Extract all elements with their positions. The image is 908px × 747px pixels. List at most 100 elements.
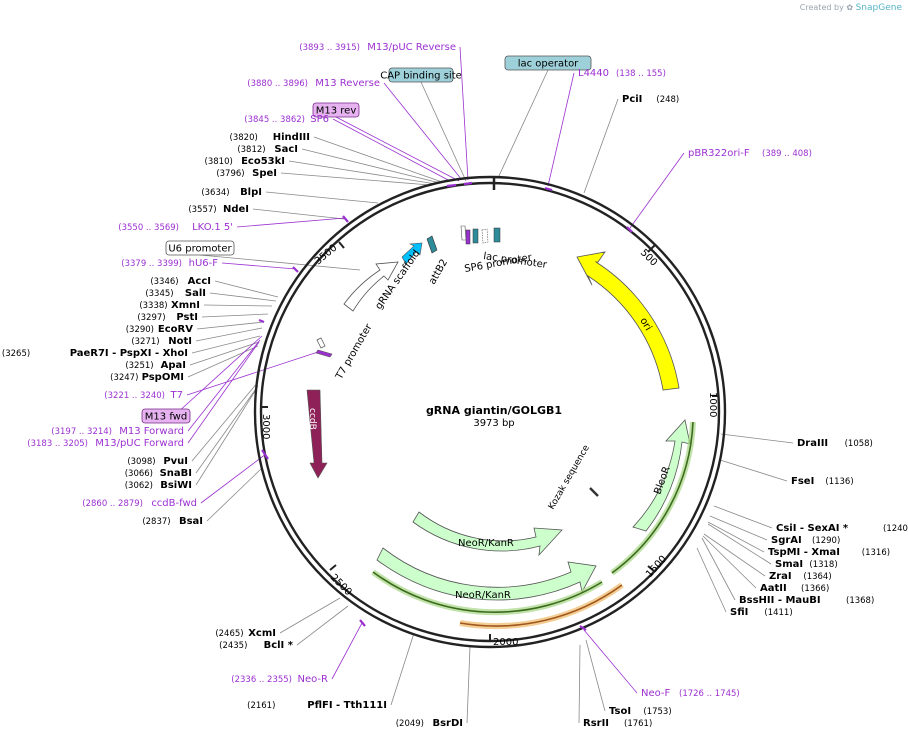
site-label: HindIII: [273, 132, 310, 143]
label-leaders: [165, 46, 794, 724]
site-label: PaeR7I - PspXI - XhoI: [70, 348, 188, 359]
primer-label: SP6: [310, 114, 329, 125]
site-position: (3338): [139, 301, 167, 311]
credit-prefix: Created by: [799, 3, 844, 12]
primer-label: ccdB-fwd: [151, 498, 197, 509]
primer-marks: [258, 181, 633, 631]
leader-line: [390, 632, 415, 706]
site-label: BsrDI: [432, 718, 463, 729]
site-label: SalI: [185, 288, 206, 299]
primer-mark: [261, 449, 269, 460]
orf-line: [611, 421, 694, 574]
primer-range: (3183 .. 3205): [27, 439, 88, 449]
site-position: (1318): [809, 560, 837, 570]
leader-line: [214, 280, 279, 298]
leader-line: [696, 547, 727, 613]
feature-lac-operator: [472, 228, 479, 244]
primer-range: (3550 .. 3569): [118, 223, 179, 233]
feature-label: attB2: [427, 257, 450, 286]
leader-line: [280, 172, 431, 186]
leader-line: [547, 72, 575, 187]
feature-bleoR: [632, 419, 691, 532]
site-position: (1411): [764, 608, 792, 618]
feature-box-label: lac operator: [518, 59, 579, 70]
leader-line: [497, 69, 549, 179]
primer-range: (3893 .. 3915): [299, 43, 360, 53]
tick-label: 2000: [493, 637, 518, 648]
leader-line: [720, 433, 794, 444]
leader-line: [191, 335, 261, 354]
site-position: (3251): [125, 361, 153, 371]
primer-label: M13 Reverse: [315, 78, 380, 89]
site-label: BclI *: [264, 640, 294, 651]
site-position: (3812): [237, 145, 265, 155]
tick-mark: [647, 244, 656, 253]
leader-line: [165, 335, 263, 424]
leader-line: [702, 535, 757, 589]
leader-line: [707, 523, 772, 565]
primer-mark: [292, 266, 299, 273]
site-position: (3265): [2, 349, 30, 359]
ticks: 500 1000 1500 2000 2500 3000 3500: [260, 241, 719, 648]
site-position: (1136): [825, 477, 853, 487]
site-position: (3346): [150, 277, 178, 287]
primer-mark: [359, 619, 366, 627]
leader-line: [701, 537, 736, 601]
tick-label: 3500: [313, 243, 340, 268]
orf-line: [372, 571, 603, 613]
feature-label: NeoR/KanR: [455, 590, 511, 601]
leader-line: [203, 304, 273, 307]
site-position: (3297): [137, 313, 165, 323]
site-label: DraIII: [797, 438, 828, 449]
site-label: SacI: [274, 144, 298, 155]
site-position: (3345): [145, 289, 173, 299]
site-label: SpeI: [252, 168, 277, 179]
primer-range: (3221 .. 3240): [104, 391, 165, 401]
site-position: (3062): [125, 481, 153, 491]
primer-range: (3379 .. 3399): [121, 259, 182, 269]
leader-line: [331, 622, 363, 680]
site-label: PspOMI: [142, 372, 184, 383]
leader-line: [719, 459, 788, 482]
site-label: XmnI: [171, 300, 200, 311]
feature-box-label: M13 fwd: [145, 412, 187, 423]
site-label: BssHII - MauBI: [739, 595, 821, 606]
site-position: (2161): [247, 701, 275, 711]
primer-range: (3880 .. 3896): [247, 79, 308, 89]
snapgene-logo-icon: ✿: [846, 3, 854, 12]
site-label: PciI: [622, 94, 642, 105]
map-length: 3973 bp: [473, 418, 514, 429]
leader-line: [459, 46, 469, 181]
site-position: (3810): [205, 157, 233, 167]
leader-line: [195, 385, 259, 474]
site-label: AatII: [760, 583, 787, 594]
primer-range: (3845 .. 3862): [244, 115, 305, 125]
leader-line: [288, 160, 437, 185]
leader-line: [186, 351, 319, 396]
site-position: (3290): [126, 325, 154, 335]
tick-mark: [338, 241, 345, 249]
primer-label: M13/pUC Reverse: [367, 42, 456, 53]
primer-range: (138 .. 155): [616, 69, 666, 79]
leader-line: [279, 597, 341, 634]
primer-label: Neo-F: [641, 688, 671, 699]
site-label: CsiI - SexAI *: [776, 523, 849, 534]
feature-neoR-inner: [412, 511, 563, 557]
site-position: (1240): [883, 524, 908, 534]
primer-label: Neo-R: [298, 674, 329, 685]
site-label: RsrII: [583, 718, 609, 729]
primer-label: M13/pUC Forward: [95, 438, 184, 449]
leader-line: [583, 98, 619, 194]
primer-mark: [463, 181, 473, 186]
site-label: NdeI: [223, 204, 249, 215]
primer-range: (1726 .. 1745): [679, 689, 740, 699]
feature-kozak: [589, 487, 599, 497]
site-label: PflFI - Tth111I: [307, 700, 387, 711]
leader-line: [383, 82, 463, 181]
primer-mark: [579, 625, 587, 631]
site-label: BlpI: [240, 187, 262, 198]
feature-t7-primer: [315, 349, 333, 358]
feature-box-label: U6 promoter: [168, 244, 232, 255]
